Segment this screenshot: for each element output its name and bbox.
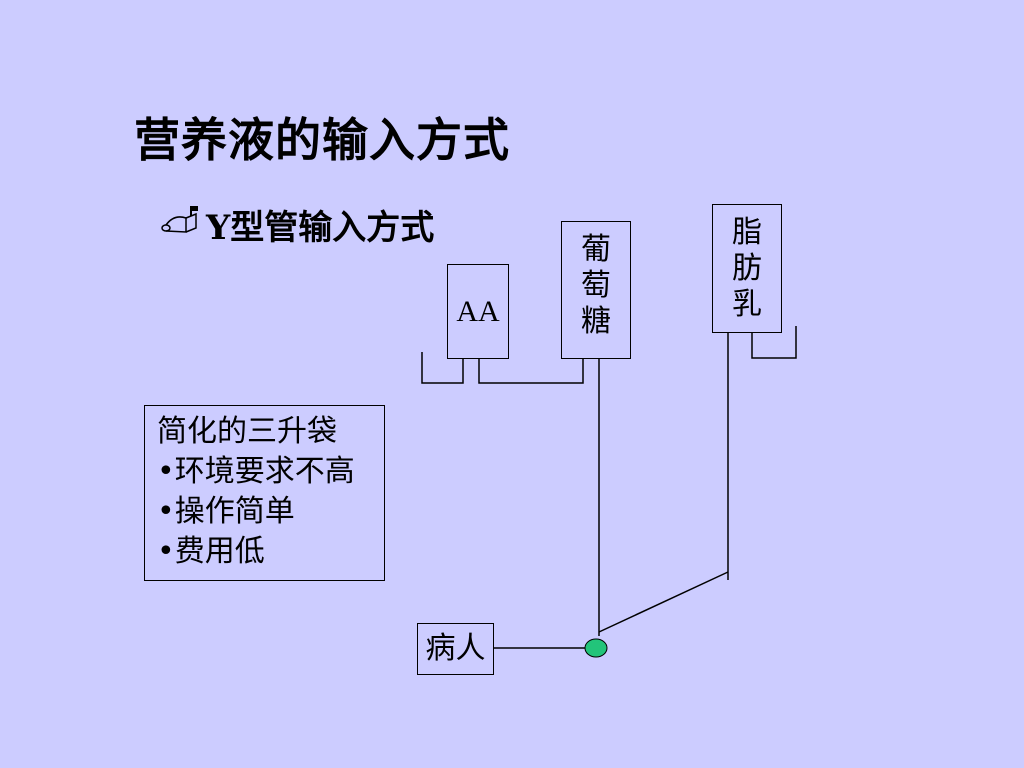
patient-box: 病人 [417,623,494,675]
glucose-label: 葡萄糖 [581,232,611,339]
info-heading: 简化的三升袋 [157,414,337,449]
fat-emulsion-label: 脂肪乳 [732,215,762,322]
info-item: •环境要求不高 [157,454,355,489]
aa-box: AA [447,264,509,359]
y-junction [584,638,608,658]
fat-emulsion-box: 脂肪乳 [712,204,782,333]
aa-glucose-connector [478,359,584,384]
subtitle-text: Y型管输入方式 [206,208,435,248]
fat-diagonal-tube [598,571,729,633]
info-item: •操作简单 [157,494,295,529]
subtitle: Y型管输入方式 [160,200,434,249]
aa-tube-left [421,352,464,384]
mailbox-icon [160,204,206,245]
glucose-box: 葡萄糖 [561,221,631,359]
page-title: 营养液的输入方式 [134,113,510,167]
patient-label: 病人 [425,631,486,666]
info-item: •费用低 [157,534,265,569]
info-box: 简化的三升袋 •环境要求不高 •操作简单 •费用低 [144,405,385,581]
fat-tube-right [751,326,797,359]
aa-label: AA [456,295,500,328]
